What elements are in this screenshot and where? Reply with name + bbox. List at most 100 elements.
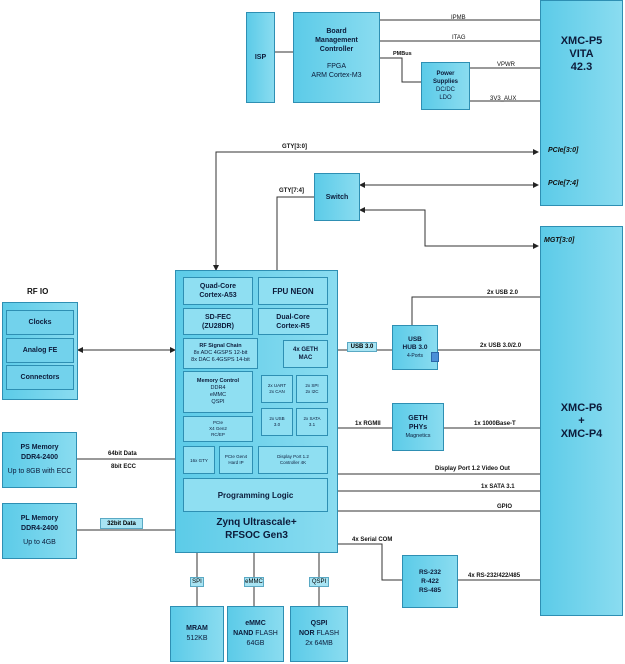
- rf-chain-line3: 8x DAC 6.4GSPS 14-bit: [191, 357, 250, 363]
- uart-line2: 2x CAN: [269, 389, 285, 394]
- dual-core-line1: Dual-Core: [276, 313, 310, 321]
- sata-line2: 3.1: [308, 422, 316, 427]
- geth-mac-line2: MAC: [298, 355, 313, 361]
- sata-line1: 2x SATA: [303, 416, 321, 421]
- ipmb-label: IPMB: [451, 15, 466, 21]
- spi-bus-text: SPI: [192, 579, 202, 585]
- usb3-link-text: USB 3.0: [350, 344, 374, 350]
- quad-core-line2: Cortex-A53: [199, 292, 237, 299]
- gpio-label: GPIO: [497, 504, 513, 510]
- spi-line2: 2x I2C: [305, 389, 319, 394]
- ps-memory: PS Memory DDR4-2400 Up to 8GB with ECC: [2, 432, 77, 488]
- qspi-flash: QSPI NOR FLASH 2x 64MB: [290, 606, 348, 662]
- qspi-line1: QSPI: [310, 620, 328, 627]
- ps-memory-line1: PS Memory: [20, 444, 59, 451]
- qspi-line2a: NOR: [298, 630, 315, 637]
- gty-label: 16x GTY: [190, 457, 208, 463]
- rf-chain-line2: 8x ADC 4GSPS 12-bit: [193, 350, 248, 356]
- rs-transceivers: RS-232 R-422 RS-485: [402, 555, 458, 608]
- bmc-line3: Controller: [319, 46, 354, 53]
- zynq-title-line1: Zynq Ultrascale+: [216, 517, 297, 528]
- qspi-line3: 2x 64MB: [305, 640, 333, 647]
- emmc-line2a: NAND: [233, 630, 254, 637]
- 32bit-data-text: 32bit Data: [107, 520, 136, 527]
- board-management-controller: Board Management Controller FPGA ARM Cor…: [293, 12, 380, 103]
- rgmii-label: 1x RGMII: [355, 421, 381, 427]
- uart-can: 2x UART 2x CAN: [261, 375, 293, 403]
- usb-hub-port-indicator: [431, 352, 439, 362]
- 1000base-t-label: 1x 1000Base-T: [474, 421, 516, 427]
- isp-label: ISP: [254, 54, 267, 61]
- gty-transceivers: 16x GTY: [183, 446, 215, 474]
- pcie-gen4-line1: PCIe Gen4: [224, 454, 248, 459]
- itag-label: ITAG: [452, 35, 466, 41]
- mram-line2: 512KB: [186, 635, 208, 642]
- rfio-connectors-label: Connectors: [20, 374, 60, 381]
- pcie-7-4-label: PCIe[7:4]: [548, 180, 579, 187]
- pl-memory-line3: Up to 4GB: [23, 539, 56, 546]
- quad-core-line1: Quad-Core: [199, 283, 237, 290]
- geth-phys-line3: Magnetics: [405, 432, 431, 439]
- memctrl-line2: DDR4: [210, 385, 226, 391]
- power-line3: DC/DC: [436, 87, 455, 93]
- switch-block: Switch: [314, 173, 360, 221]
- bmc-line5: ARM Cortex-M3: [311, 72, 362, 79]
- rs-line1: RS-232: [418, 569, 442, 576]
- serial-com-label: 4x Serial COM: [352, 537, 393, 543]
- pcie-3-0-label: PCIe[3:0]: [548, 147, 579, 154]
- vpwr-label: VPWR: [497, 62, 515, 68]
- emmc-line2b: FLASH: [253, 630, 278, 637]
- geth-mac-line1: 4x GETH: [292, 347, 318, 353]
- sdfec-line2: (ZU28DR): [202, 322, 234, 330]
- usb3-label: 2x USB 3.0/2.0: [480, 343, 522, 349]
- mgt-label: MGT[3:0]: [544, 237, 575, 244]
- spi-line1: 2x SPI: [305, 383, 319, 388]
- rs-line3: RS-485: [418, 587, 442, 594]
- isp-block: ISP: [246, 12, 275, 103]
- rf-chain-line1: RF Signal Chain: [199, 343, 242, 349]
- geth-mac: 4x GETH MAC: [283, 340, 328, 368]
- gty-3-0-label: GTY[3:0]: [282, 144, 308, 150]
- rs-line2: R-422: [421, 578, 439, 585]
- memctrl-line1: Memory Control: [196, 378, 240, 384]
- pl-memory-line1: PL Memory: [20, 515, 59, 522]
- usb-hub-line3: 4-Ports: [406, 352, 424, 359]
- emmc-bus-text: eMMC: [245, 579, 263, 585]
- usb-3-controller: 2x USB 3.0: [261, 408, 293, 436]
- emmc-bus-label: eMMC: [244, 577, 264, 587]
- dual-core-r5: Dual-Core Cortex-R5: [258, 308, 328, 335]
- pmbus-label: PMBus: [393, 51, 412, 57]
- power-line4: LDO: [439, 95, 452, 101]
- memctrl-line3: eMMC: [209, 392, 227, 398]
- geth-phys-line1: GETH: [408, 414, 428, 422]
- usb-hub: USB HUB 3.0 4-Ports: [392, 325, 438, 370]
- 3v3-aux-label: 3V3_AUX: [490, 96, 517, 102]
- 64bit-data-label: 64bit Data: [108, 451, 137, 457]
- zynq-title: Zynq Ultrascale+ RFSOC Gen3: [175, 516, 338, 542]
- spi-bus-label: SPI: [190, 577, 204, 587]
- pcie-gen4: PCIe Gen4 Hard IP: [219, 446, 253, 474]
- switch-label: Switch: [325, 193, 349, 201]
- usb-hub-line2: HUB 3.0: [402, 343, 428, 351]
- sata-label: 1x SATA 3.1: [481, 484, 515, 490]
- uart-line1: 2x UART: [267, 383, 287, 388]
- gty-7-4-label: GTY[7:4]: [279, 188, 305, 194]
- pl-memory: PL Memory DDR4-2400 Up to 4GB: [2, 503, 77, 559]
- rfio-title: RF IO: [27, 287, 49, 296]
- ps-memory-line2: DDR4-2400: [21, 454, 58, 461]
- power-line1: Power: [436, 71, 455, 77]
- emmc-line2: NAND FLASH: [233, 629, 278, 639]
- usb-hub-line1: USB: [408, 335, 422, 343]
- geth-phys: GETH PHYs Magnetics: [392, 403, 444, 451]
- display-port-controller: Display Port 1.2 Controller 4K: [258, 446, 328, 474]
- qspi-line2b: FLASH: [314, 630, 340, 637]
- sdfec-line1: SD-FEC: [204, 313, 232, 321]
- dp-video-out-label: Display Port 1.2 Video Out: [435, 466, 510, 472]
- pl-memory-line2: DDR4-2400: [21, 525, 58, 532]
- prog-logic-label: Programming Logic: [217, 490, 294, 500]
- rfio-analog-fe-label: Analog FE: [22, 347, 58, 354]
- pcie-line1: PCIe: [212, 420, 223, 425]
- bmc-line1: Board: [326, 28, 347, 35]
- spi-i2c: 2x SPI 2x I2C: [296, 375, 328, 403]
